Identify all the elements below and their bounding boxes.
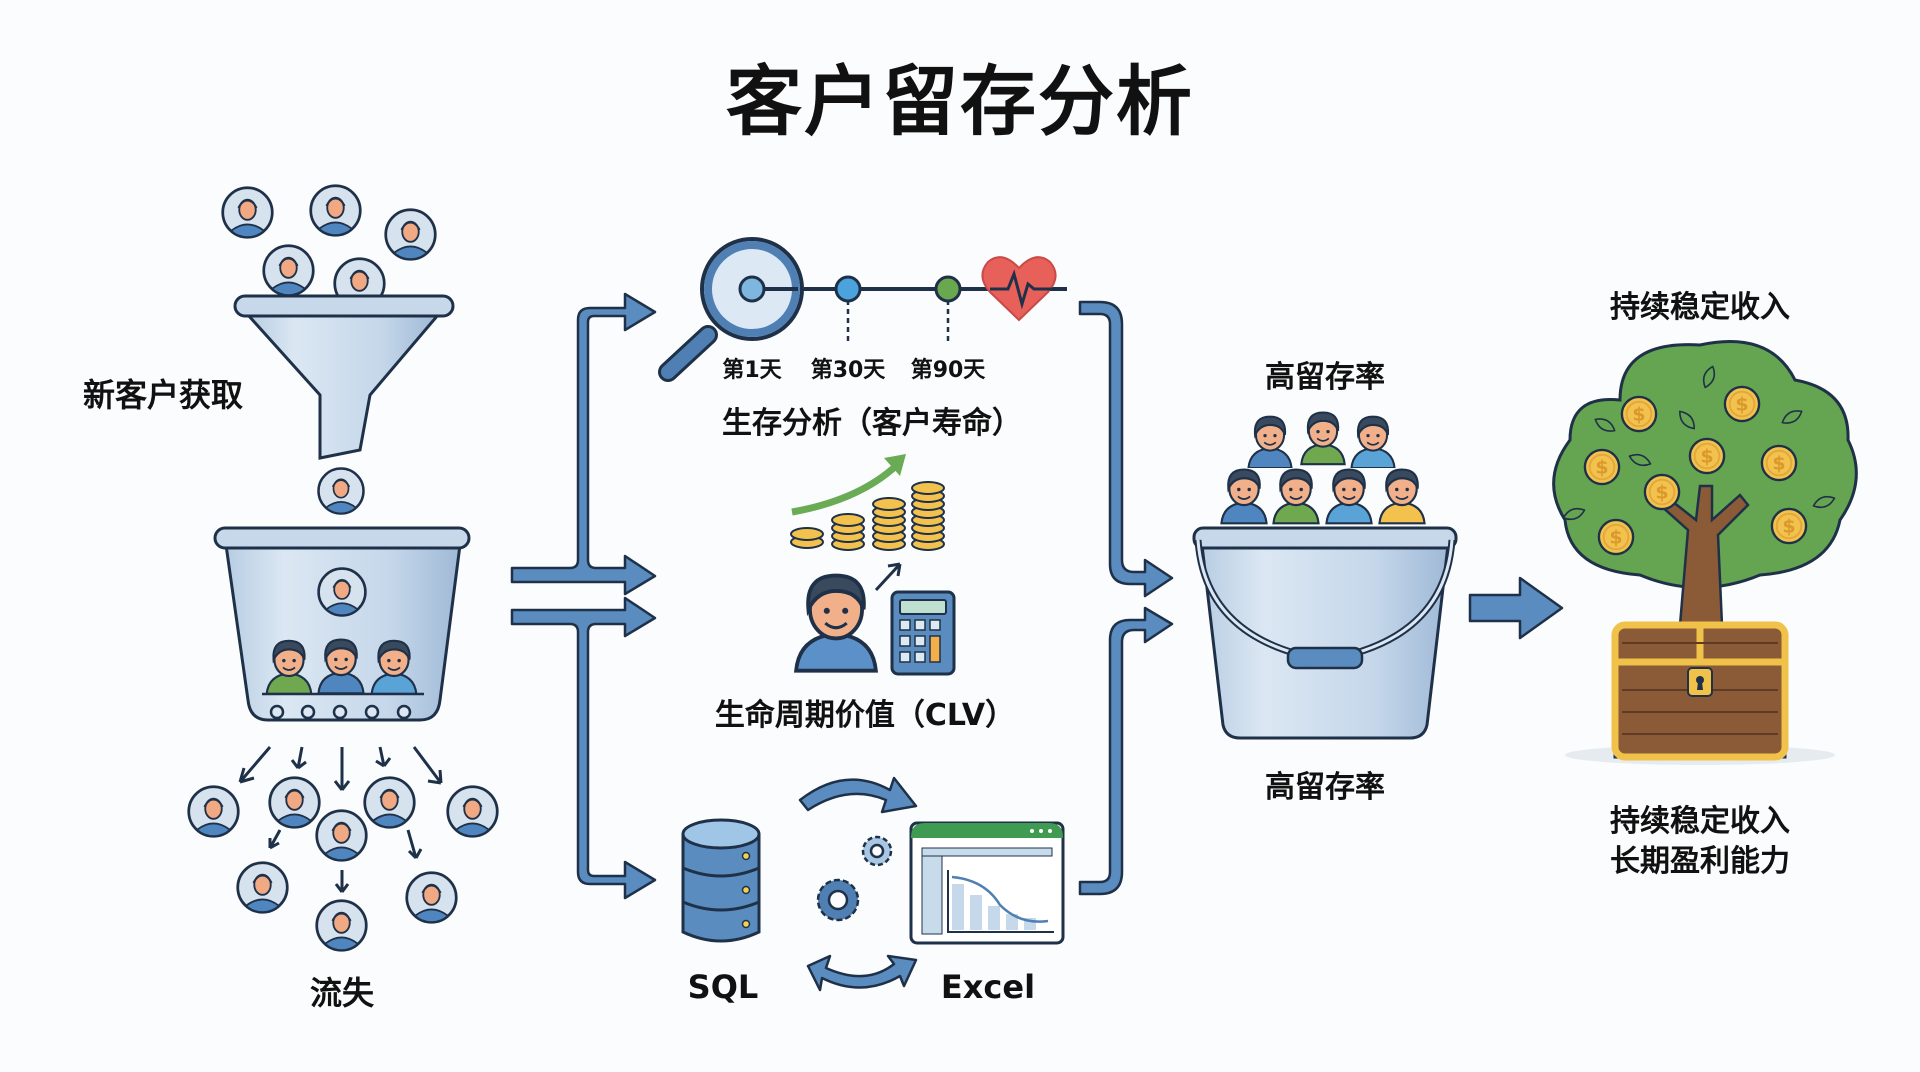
magnifier-icon <box>658 237 804 382</box>
clv-label: 生命周期价值（CLV） <box>714 698 1016 733</box>
day90-marker <box>934 275 962 303</box>
churned-avatar-icon <box>268 776 321 829</box>
churned-avatar-icon <box>315 899 368 952</box>
churned-customers <box>187 776 499 952</box>
churned-avatar-icon <box>315 809 368 862</box>
happy-customers <box>1220 411 1426 525</box>
coin-stacks <box>790 481 945 551</box>
customer-avatar-icon <box>309 184 362 237</box>
churned-avatar-icon <box>405 871 458 924</box>
customer-avatar-icon <box>262 244 315 297</box>
customer-avatar-icon <box>384 208 437 261</box>
arrow-to-outcome-icon <box>1468 576 1564 640</box>
calculator-icon <box>890 590 956 676</box>
survival-analysis-label: 生存分析（客户寿命） <box>722 406 1022 441</box>
excel-sheet-icon <box>909 821 1065 945</box>
outcome-line2-label: 长期盈利能力 <box>1610 844 1790 879</box>
churn-label: 流失 <box>309 974 375 1012</box>
page-title: 客户留存分析 <box>726 57 1194 146</box>
acquisition-label: 新客户获取 <box>82 376 244 414</box>
retention-top-label: 高留存率 <box>1265 360 1385 395</box>
churned-avatar-icon <box>446 785 499 838</box>
sql-label: SQL <box>687 968 759 1006</box>
timeline-day30-label: 第30天 <box>810 358 886 383</box>
customer-icon <box>1325 468 1373 525</box>
heartbeat-icon <box>981 256 1060 322</box>
treasure-chest-icon <box>1611 621 1789 761</box>
arrow-from-survival-icon <box>1078 300 1174 598</box>
database-icon <box>681 818 761 943</box>
outcome-top-label: 持续稳定收入 <box>1610 290 1790 325</box>
gears-icon <box>816 835 893 922</box>
customer-icon <box>1247 415 1293 468</box>
customer-icon <box>1350 415 1396 468</box>
customer-avatar-icon <box>221 186 274 239</box>
customer-icon <box>1378 468 1426 525</box>
arrow-to-tools-icon <box>510 596 657 900</box>
sync-arrows-icon <box>798 776 918 992</box>
customer-avatar-icon <box>317 567 367 617</box>
churn-arrows <box>238 746 443 893</box>
customer-icon <box>1300 411 1346 466</box>
retention-bottom-label: 高留存率 <box>1265 770 1385 805</box>
branch-arrows <box>510 292 657 900</box>
clv-growth-icon <box>790 454 945 592</box>
customer-icon <box>1220 468 1268 525</box>
customer-person-icon <box>796 576 876 671</box>
timeline-day90-label: 第90天 <box>910 358 986 383</box>
outcome-line1-label: 持续稳定收入 <box>1610 804 1790 839</box>
churned-avatar-icon <box>187 785 240 838</box>
full-bucket-icon <box>1192 526 1458 740</box>
arrow-to-survival-icon <box>510 292 657 596</box>
customer-avatar-icon <box>317 467 365 515</box>
churned-avatar-icon <box>236 861 289 914</box>
merge-arrows <box>1078 300 1174 896</box>
leak-holes <box>269 704 412 720</box>
incoming-customers <box>221 184 437 310</box>
leaky-bucket-icon <box>213 526 471 722</box>
funnel-icon <box>233 294 455 460</box>
churned-avatar-icon <box>363 776 416 829</box>
timeline-day1-label: 第1天 <box>722 358 782 383</box>
day30-marker <box>834 275 862 303</box>
arrow-from-tools-icon <box>1078 606 1174 896</box>
customer-icon <box>1272 468 1320 525</box>
excel-label: Excel <box>940 968 1036 1006</box>
